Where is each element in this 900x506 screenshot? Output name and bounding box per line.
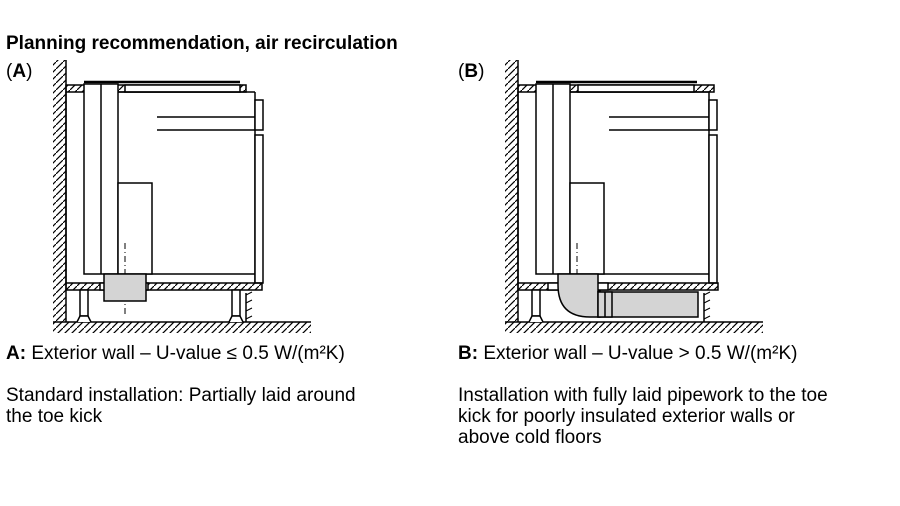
- description-b-line: Installation with fully laid pipework to…: [458, 385, 828, 406]
- diagram-a: [53, 60, 311, 333]
- description-a: Standard installation: Partially laid ar…: [6, 385, 356, 427]
- exterior-wall: [505, 60, 519, 322]
- air-duct: [103, 273, 147, 302]
- page-title: Planning recommendation, air recirculati…: [6, 33, 398, 54]
- panel-b-label: (B): [458, 61, 485, 82]
- description-b: Installation with fully laid pipework to…: [458, 385, 828, 448]
- panel-a-label: (A): [6, 61, 33, 82]
- plinth: [65, 282, 263, 291]
- toe-kick: [245, 291, 253, 322]
- exterior-wall: [53, 60, 67, 322]
- description-a-line: Standard installation: Partially laid ar…: [6, 385, 356, 406]
- description-a-line: the toe kick: [6, 406, 103, 427]
- cabinet-fronts: [609, 99, 718, 284]
- floor: [505, 321, 763, 333]
- cabinet-feet: [76, 289, 244, 323]
- base-cabinet: [65, 83, 256, 283]
- cabinet-fronts: [157, 99, 264, 284]
- description-b-line: kick for poorly insulated exterior walls…: [458, 406, 795, 427]
- diagram-b: [505, 60, 763, 333]
- cabinet-feet: [528, 289, 544, 323]
- base-cabinet: [517, 83, 710, 283]
- air-duct: [557, 273, 699, 318]
- caption-a: A: Exterior wall – U-value ≤ 0.5 W/(m²K): [6, 343, 345, 364]
- floor: [53, 321, 311, 333]
- recirculation-unit: [117, 182, 153, 317]
- description-b-line: above cold floors: [458, 427, 602, 448]
- caption-b: B: Exterior wall – U-value > 0.5 W/(m²K): [458, 343, 798, 364]
- toe-kick: [703, 291, 711, 322]
- plinth: [517, 282, 719, 291]
- recirculation-unit: [569, 182, 605, 317]
